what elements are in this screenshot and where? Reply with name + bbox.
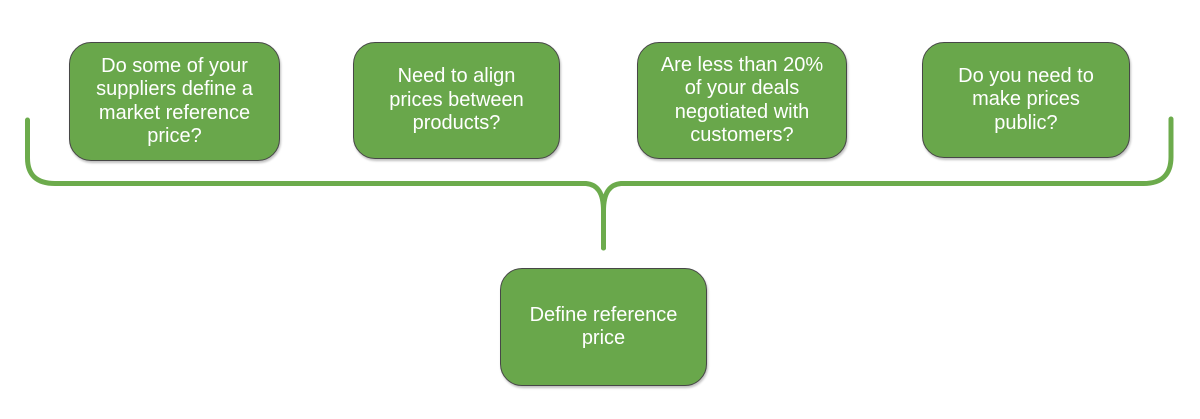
question-box-align-prices: Need to align prices between products? [353,42,560,159]
question-text: Are less than 20% of your deals negotiat… [660,53,824,146]
question-box-negotiated-deals: Are less than 20% of your deals negotiat… [637,42,847,159]
result-text: Define reference price [529,303,678,349]
question-box-supplier-reference-price: Do some of your suppliers define a marke… [69,42,280,161]
question-text: Need to align prices between products? [389,65,524,135]
question-box-public-prices: Do you need to make prices public? [922,42,1130,158]
question-text: Do some of your suppliers define a marke… [96,54,253,147]
result-box-define-reference-price: Define reference price [500,268,707,386]
question-text: Do you need to make prices public? [958,64,1094,134]
